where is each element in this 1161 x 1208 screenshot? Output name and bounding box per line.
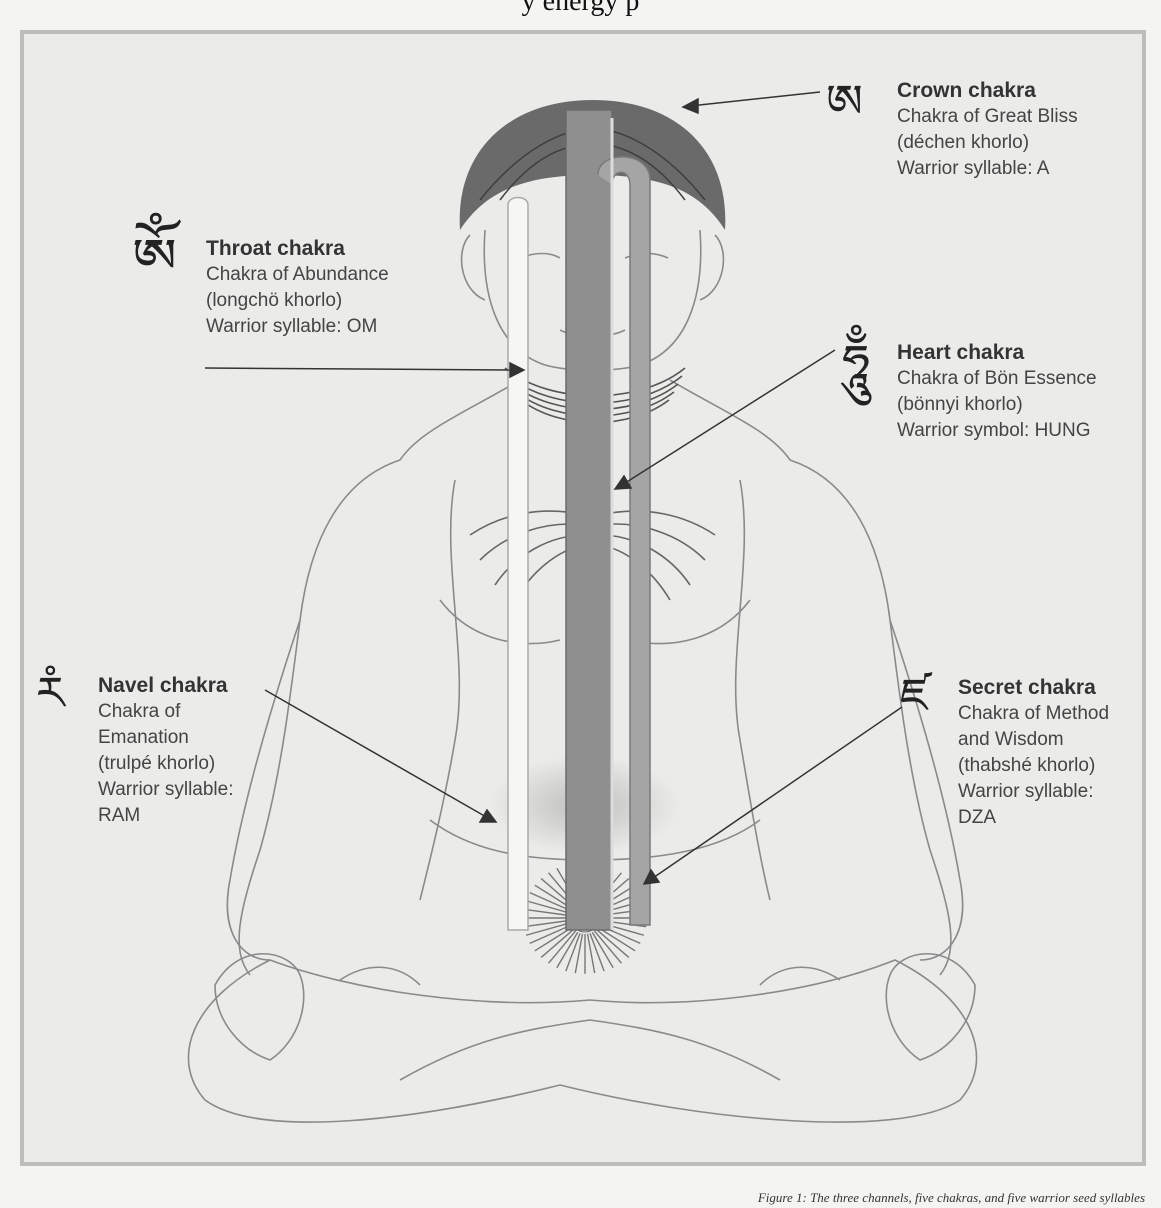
heart-chakra-line: Warrior symbol: HUNG — [897, 418, 1097, 444]
throat-chakra-line: (longchö khorlo) — [206, 288, 389, 314]
heart-seed-syllable-glyph: ཧཱུྃ — [842, 338, 870, 388]
sunburst-ray — [575, 934, 582, 973]
navel-chakra-line: Chakra of — [98, 699, 234, 725]
torso-outline — [239, 460, 400, 975]
navel-chakra-line: Emanation — [98, 725, 234, 751]
heart-chakra-line: Chakra of Bön Essence — [897, 366, 1097, 392]
left-channel — [508, 198, 528, 931]
heart-chakra-line: (bönnyi khorlo) — [897, 392, 1097, 418]
crown-chakra-title: Crown chakra — [897, 78, 1078, 104]
secret-seed-syllable-glyph: ཛ — [900, 672, 928, 718]
throat-seed-syllable-glyph: ༀ — [132, 232, 177, 288]
secret-chakra-line: DZA — [958, 805, 1109, 831]
sunburst-ray — [590, 933, 604, 971]
left-hand — [215, 954, 304, 1060]
navel-seed-syllable-glyph: རཾ — [36, 670, 65, 716]
heart-chakra-label: Heart chakra Chakra of Bön Essence (bönn… — [897, 340, 1097, 444]
secret-chakra-line: Chakra of Method — [958, 701, 1109, 727]
navel-chakra-label: Navel chakra Chakra of Emanation (trulpé… — [98, 673, 234, 829]
crown-chakra-line: Chakra of Great Bliss — [897, 104, 1078, 130]
navel-chakra-line: RAM — [98, 803, 234, 829]
throat-chakra-line: Chakra of Abundance — [206, 262, 389, 288]
right-hand — [886, 954, 975, 1060]
sunburst-ray — [588, 934, 595, 973]
navel-chakra-title: Navel chakra — [98, 673, 234, 699]
sunburst-ray — [524, 921, 569, 927]
throat-chakra-label: Throat chakra Chakra of Abundance (longc… — [206, 236, 389, 340]
sunburst-ray — [524, 909, 569, 915]
crown-chakra-line: (déchen khorlo) — [897, 130, 1078, 156]
secret-chakra-line: (thabshé khorlo) — [958, 753, 1109, 779]
sunburst-ray — [566, 933, 580, 971]
throat-chakra-line: Warrior syllable: OM — [206, 314, 389, 340]
crossed-legs — [188, 960, 976, 1122]
heart-chakra-title: Heart chakra — [897, 340, 1097, 366]
navel-chakra-line: (trulpé khorlo) — [98, 751, 234, 777]
secret-chakra-line: and Wisdom — [958, 727, 1109, 753]
crown-chakra-label: Crown chakra Chakra of Great Bliss (déch… — [897, 78, 1078, 182]
secret-chakra-line: Warrior syllable: — [958, 779, 1109, 805]
throat-chakra-title: Throat chakra — [206, 236, 389, 262]
secret-chakra-label: Secret chakra Chakra of Method and Wisdo… — [958, 675, 1109, 831]
secret-chakra-title: Secret chakra — [958, 675, 1109, 701]
left-arm — [227, 620, 300, 960]
central-channel — [566, 110, 612, 930]
navel-chakra-line: Warrior syllable: — [98, 777, 234, 803]
figure-caption: Figure 1: The three channels, five chakr… — [758, 1190, 1145, 1206]
crown-chakra-line: Warrior syllable: A — [897, 156, 1078, 182]
crown-seed-syllable-glyph: ཨ — [826, 78, 863, 124]
